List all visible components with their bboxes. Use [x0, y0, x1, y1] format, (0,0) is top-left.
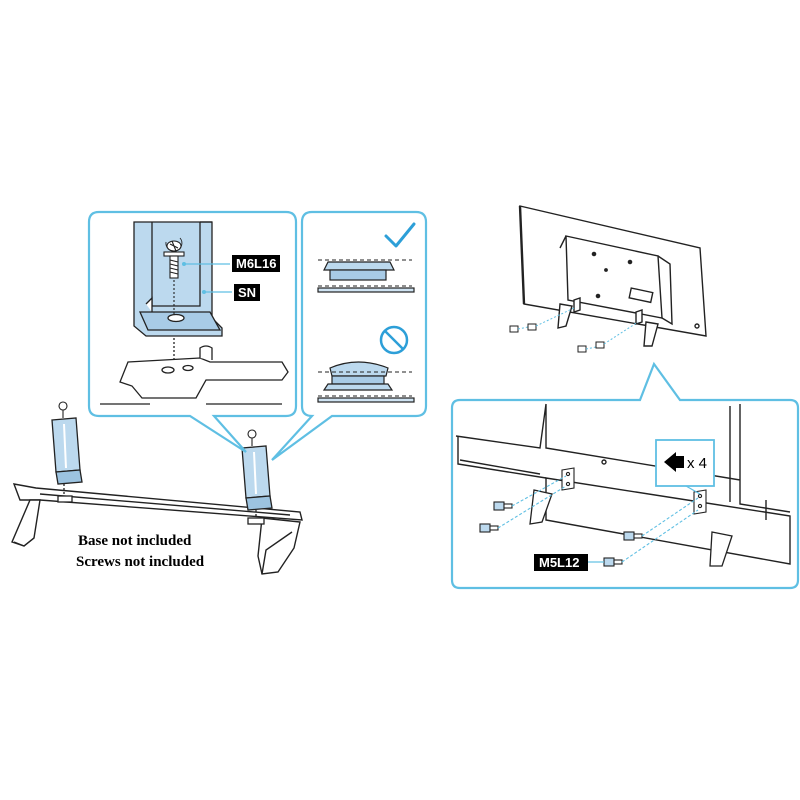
bracket-closeup: [133, 221, 223, 337]
tv-foot-right: [643, 321, 659, 347]
incorrect-washer-view: [317, 361, 415, 403]
tv-rear-view: [518, 205, 707, 347]
label-sn: SN: [238, 285, 256, 300]
label-m5l12-bg: [534, 554, 588, 571]
left-stand-bracket: [51, 417, 83, 503]
label-m6l16: M6L16: [236, 256, 276, 271]
check-icon: [384, 222, 416, 248]
stand-assembly: Base not included Screws not included: [11, 401, 303, 575]
screw-detail-callout: M6L16 SN: [87, 210, 298, 453]
arrow-left-screw-icon: [655, 439, 715, 487]
correct-washer-view: [317, 259, 415, 293]
tv-rear-screws: [509, 307, 639, 353]
washer-orientation-callout: [271, 210, 428, 461]
note-screws-not-included: Screws not included: [76, 554, 205, 570]
screw-count-label: x 4: [687, 455, 707, 472]
right-stand-bracket: [241, 445, 273, 525]
note-base-not-included: Base not included: [78, 533, 192, 549]
closeup-foot-right: [709, 531, 733, 567]
left-stand-screw: [58, 401, 68, 418]
prohibited-icon: [379, 325, 409, 355]
right-stand-screw: [247, 429, 257, 446]
wall-mount-callout: x 4 M5L12: [450, 361, 800, 590]
tv-base: [11, 483, 303, 575]
stand-neck-closeup: [100, 338, 289, 405]
m5l12-screws: [479, 475, 699, 567]
mount-holes: [561, 467, 707, 515]
label-m6l16-bg: [232, 255, 280, 272]
label-sn-bg: [234, 284, 260, 301]
tv-foot-left: [557, 303, 573, 329]
label-m5l12: M5L12: [539, 555, 579, 570]
m6l16-screw: [163, 237, 185, 314]
